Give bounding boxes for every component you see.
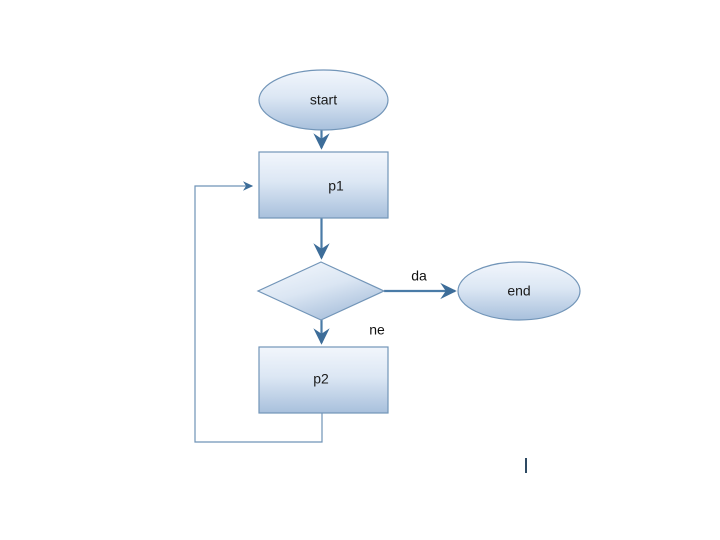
node-start[interactable]: start xyxy=(258,69,389,131)
p2-label: p2 xyxy=(313,371,329,387)
node-p2[interactable]: p2 xyxy=(258,346,389,414)
text-caret xyxy=(525,458,527,473)
node-p1[interactable]: p1 xyxy=(258,151,389,219)
decision-diamond-shape xyxy=(256,261,386,321)
connector-p2-to-p1-loop xyxy=(194,181,323,443)
end-label: end xyxy=(507,283,530,299)
edge-label-ne: ne xyxy=(369,322,385,338)
node-decision[interactable] xyxy=(256,261,386,321)
start-label: start xyxy=(310,92,337,108)
p1-rect-shape xyxy=(258,151,389,219)
p1-label: p1 xyxy=(328,178,344,194)
end-ellipse-shape xyxy=(457,261,581,321)
node-end[interactable]: end xyxy=(457,261,581,321)
p2-rect-shape xyxy=(258,346,389,414)
edge-label-da: da xyxy=(411,268,427,284)
start-ellipse-shape xyxy=(258,69,389,131)
